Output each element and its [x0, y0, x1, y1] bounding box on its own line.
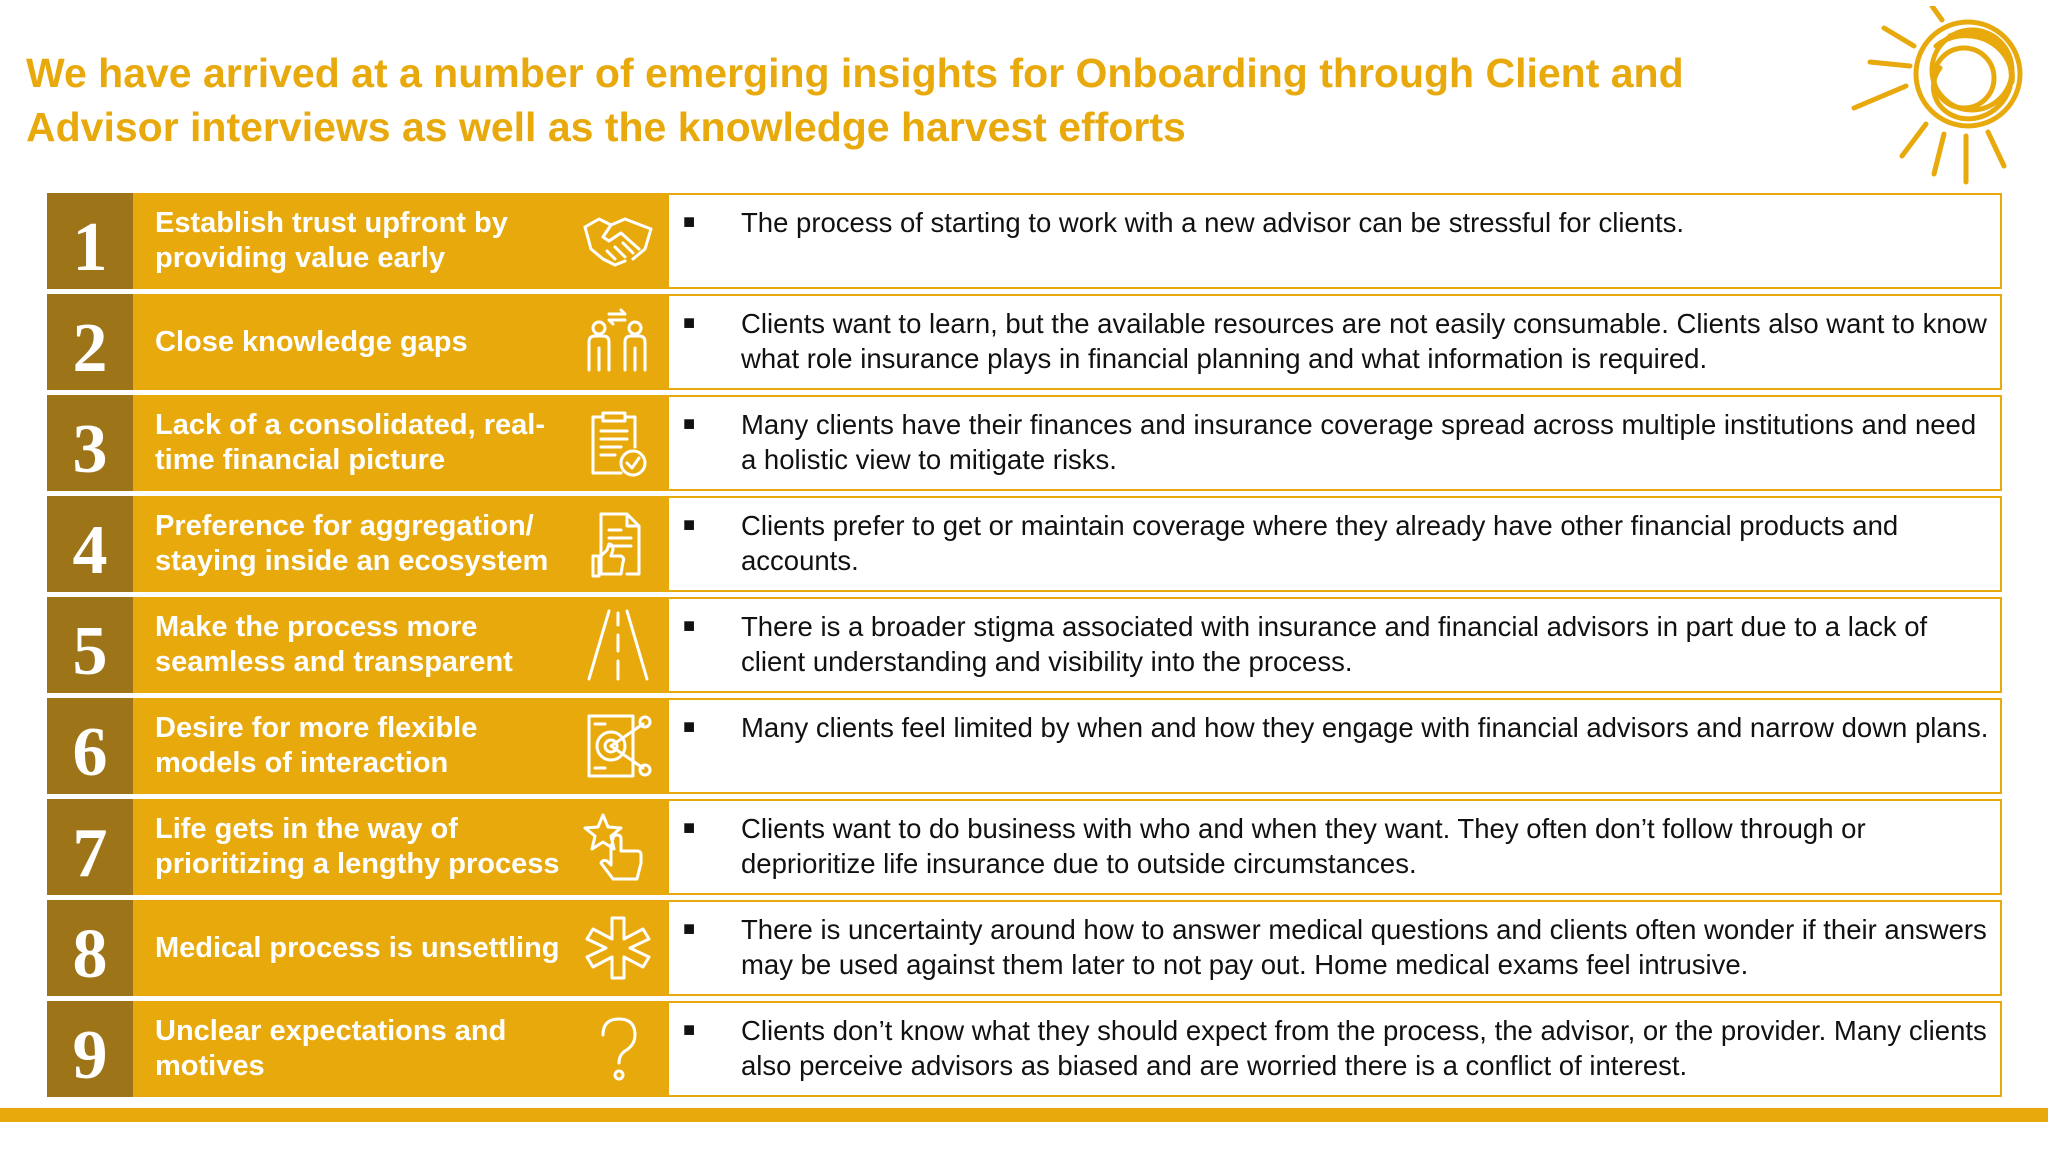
- insight-number: 3: [47, 395, 133, 491]
- insight-label: Make the process more seamless and trans…: [133, 597, 671, 693]
- insight-number: 9: [47, 1001, 133, 1097]
- insight-detail-text: There is a broader stigma associated wit…: [741, 611, 1928, 677]
- bullet-icon: ■: [683, 615, 696, 637]
- road-icon: [581, 609, 655, 681]
- insight-row: 8 Medical process is unsettling ■ There …: [47, 900, 2002, 996]
- insight-number: 5: [47, 597, 133, 693]
- insight-number: 7: [47, 799, 133, 895]
- insight-label: Life gets in the way of prioritizing a l…: [133, 799, 671, 895]
- insight-label: Desire for more flexible models of inter…: [133, 698, 671, 794]
- insight-detail-text: The process of starting to work with a n…: [741, 207, 1685, 238]
- insight-detail: ■ There is a broader stigma associated w…: [667, 597, 2002, 693]
- question-mark-icon: [581, 1013, 655, 1085]
- target-network-icon: [581, 710, 655, 782]
- insight-detail: ■ Clients want to learn, but the availab…: [667, 294, 2002, 390]
- bullet-icon: ■: [683, 514, 696, 536]
- insight-number: 8: [47, 900, 133, 996]
- insight-row: 1 Establish trust upfront by providing v…: [47, 193, 2002, 289]
- insight-detail-text: Clients want to learn, but the available…: [741, 308, 1987, 374]
- insight-label: Establish trust upfront by providing val…: [133, 193, 671, 289]
- insight-row: 5 Make the process more seamless and tra…: [47, 597, 2002, 693]
- handshake-icon: [581, 205, 655, 277]
- bullet-icon: ■: [683, 312, 696, 334]
- star-click-icon: [581, 811, 655, 883]
- footer-bar: [0, 1108, 2048, 1122]
- insight-label: Preference for aggregation/ staying insi…: [133, 496, 671, 592]
- bullet-icon: ■: [683, 1019, 696, 1041]
- insight-row: 9 Unclear expectations and motives ■ Cli…: [47, 1001, 2002, 1097]
- bullet-icon: ■: [683, 817, 696, 839]
- insight-detail-text: Many clients feel limited by when and ho…: [741, 712, 1989, 743]
- insight-detail-text: There is uncertainty around how to answe…: [741, 914, 1987, 980]
- insight-detail: ■ Clients want to do business with who a…: [667, 799, 2002, 895]
- bullet-icon: ■: [683, 716, 696, 738]
- insight-number: 1: [47, 193, 133, 289]
- insight-label: Close knowledge gaps: [133, 294, 671, 390]
- insight-number: 6: [47, 698, 133, 794]
- bullet-icon: ■: [683, 413, 696, 435]
- insight-label: Unclear expectations and motives: [133, 1001, 671, 1097]
- insight-detail-text: Many clients have their finances and ins…: [741, 409, 1977, 475]
- insight-detail-text: Clients prefer to get or maintain covera…: [741, 510, 1899, 576]
- insight-detail-text: Clients don’t know what they should expe…: [741, 1015, 1987, 1081]
- insight-label: Lack of a consolidated, real-time financ…: [133, 395, 671, 491]
- insight-row: 3 Lack of a consolidated, real-time fina…: [47, 395, 2002, 491]
- insight-number: 4: [47, 496, 133, 592]
- insight-detail: ■ Many clients feel limited by when and …: [667, 698, 2002, 794]
- insight-detail: ■ The process of starting to work with a…: [667, 193, 2002, 289]
- insight-detail: ■ Clients prefer to get or maintain cove…: [667, 496, 2002, 592]
- insight-label: Medical process is unsettling: [133, 900, 671, 996]
- insight-row: 2 Close knowledge gaps ■ Clients want to…: [47, 294, 2002, 390]
- insight-detail: ■ There is uncertainty around how to ans…: [667, 900, 2002, 996]
- insight-detail-text: Clients want to do business with who and…: [741, 813, 1866, 879]
- insight-detail: ■ Many clients have their finances and i…: [667, 395, 2002, 491]
- insight-detail: ■ Clients don’t know what they should ex…: [667, 1001, 2002, 1097]
- insight-row: 4 Preference for aggregation/ staying in…: [47, 496, 2002, 592]
- medical-asterisk-icon: [581, 912, 655, 984]
- people-exchange-icon: [581, 306, 655, 378]
- bullet-icon: ■: [683, 211, 696, 233]
- insight-number: 2: [47, 294, 133, 390]
- insight-row: 7 Life gets in the way of prioritizing a…: [47, 799, 2002, 895]
- document-thumbs-up-icon: [581, 508, 655, 580]
- clipboard-check-icon: [581, 407, 655, 479]
- sun-icon: [1851, 6, 2023, 185]
- bullet-icon: ■: [683, 918, 696, 940]
- page-title: We have arrived at a number of emerging …: [26, 50, 1684, 150]
- insight-row: 6 Desire for more flexible models of int…: [47, 698, 2002, 794]
